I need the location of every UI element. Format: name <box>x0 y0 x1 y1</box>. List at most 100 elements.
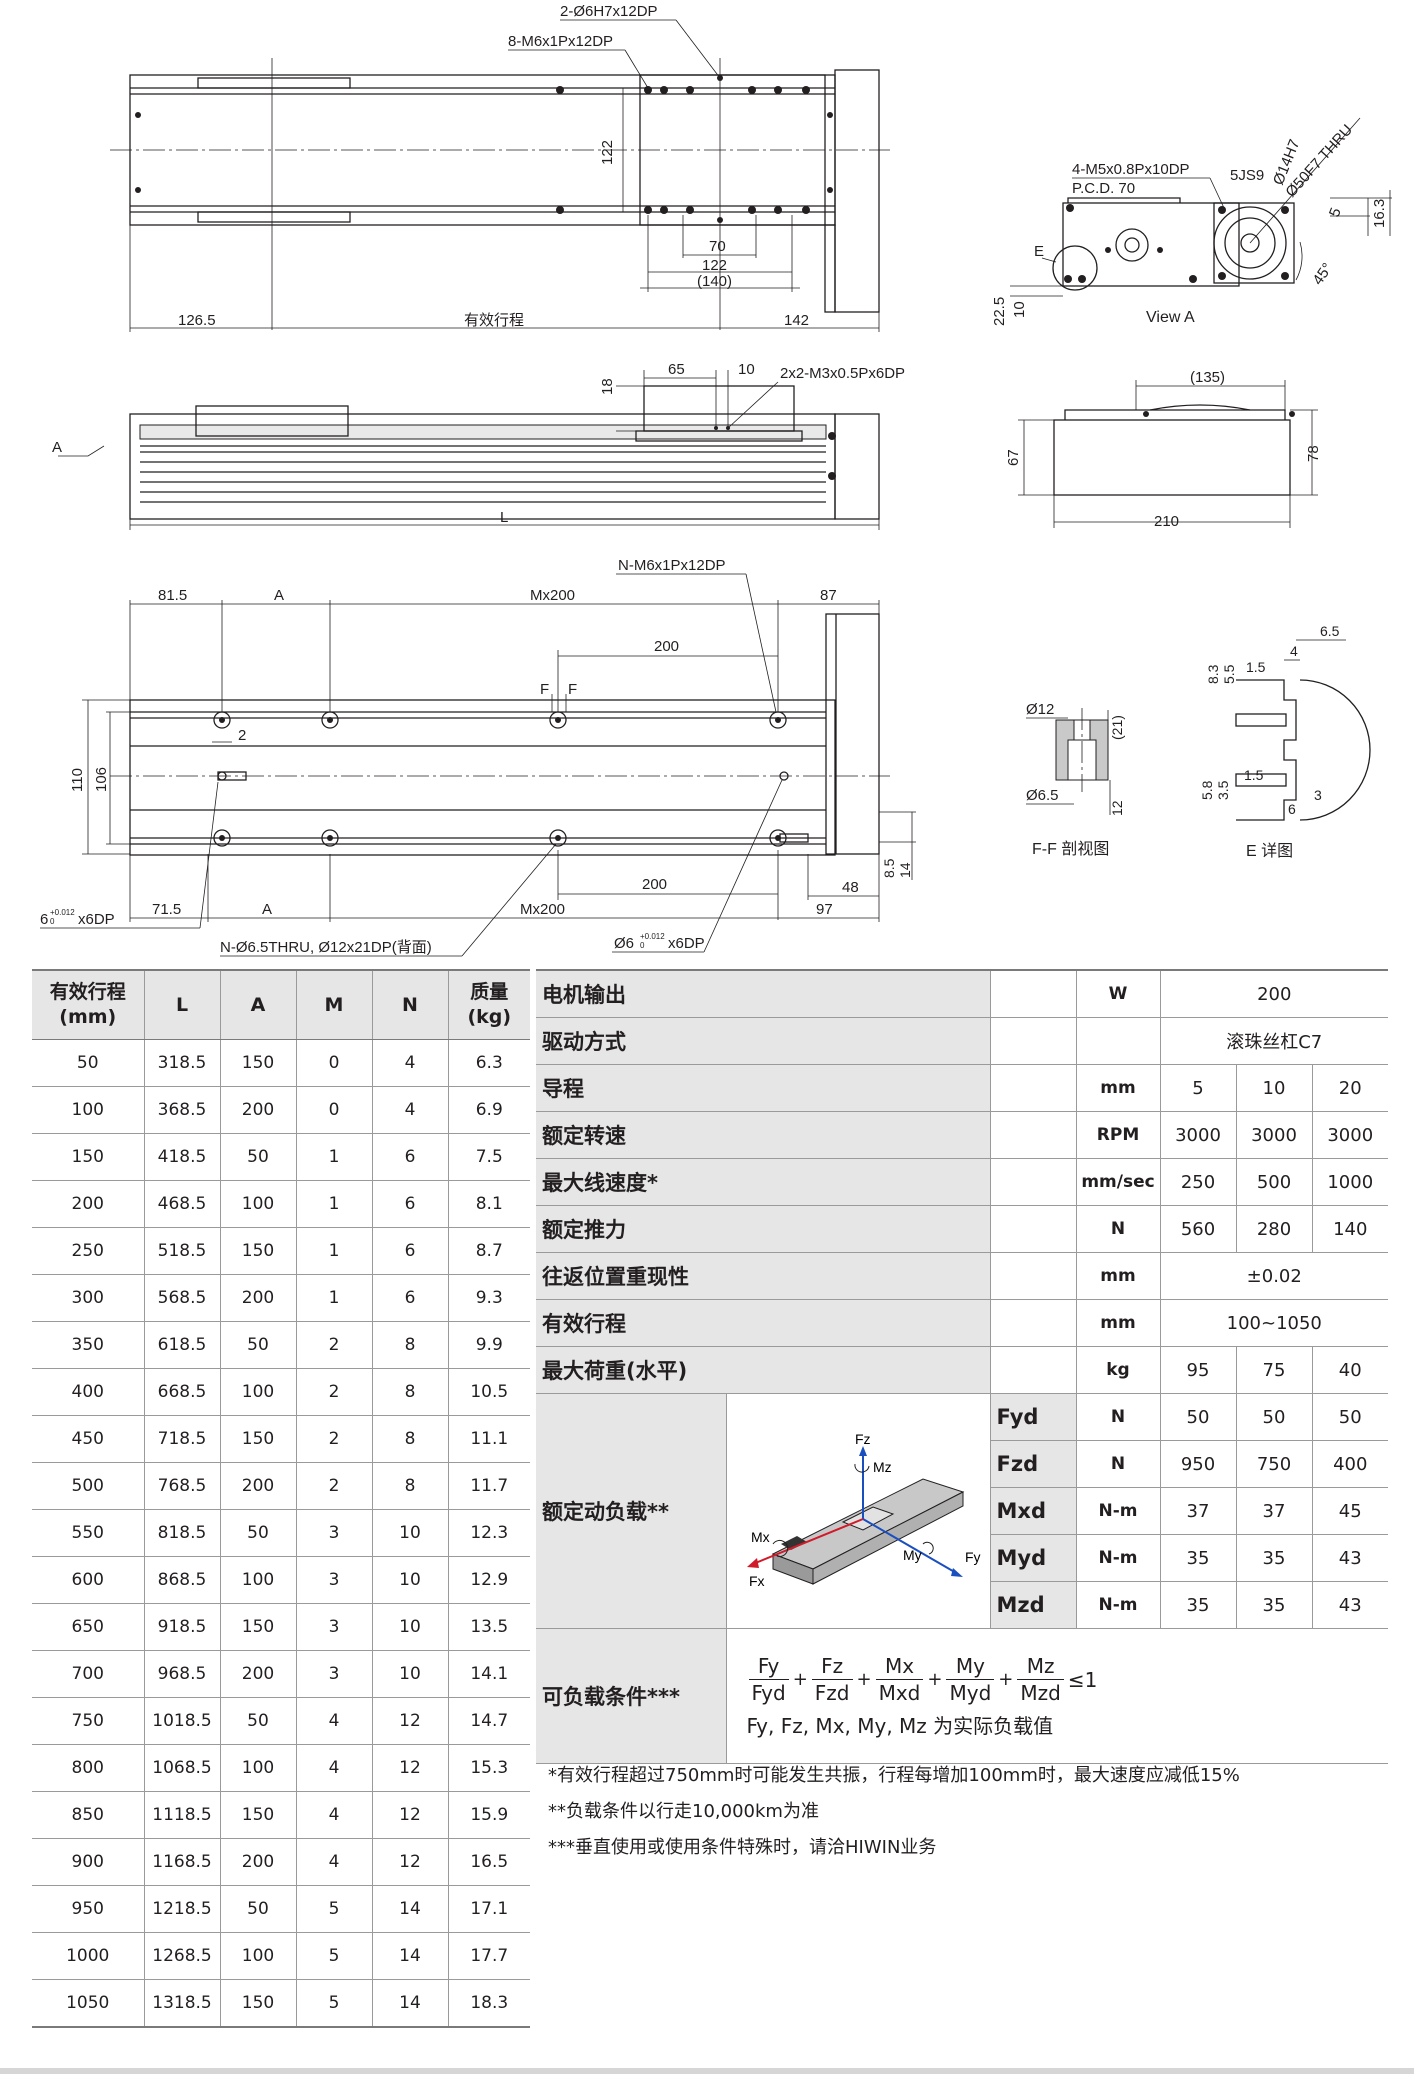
spec-row-max-speed: 最大线速度* mm/sec 250 500 1000 <box>536 1158 1389 1206</box>
table-cell: 1 <box>295 1133 372 1181</box>
spec-value: 560 <box>1159 1205 1236 1253</box>
spec-value: 35 <box>1159 1581 1236 1629</box>
callout-pin-right: Ø6 <box>614 935 634 952</box>
dim-10-va: 10 <box>1011 301 1028 318</box>
marker-f1: F <box>540 681 549 698</box>
table-cell: 850 <box>32 1791 144 1839</box>
e-dim-3-5: 3.5 <box>1215 780 1231 800</box>
spec-unit: N <box>1075 1440 1160 1488</box>
table-cell: 750 <box>32 1697 144 1745</box>
table-cell: 50 <box>32 1039 144 1087</box>
axis-mx-label: Mx <box>751 1529 770 1545</box>
table-cell: 50 <box>219 1885 296 1933</box>
dim-142: 142 <box>784 312 809 329</box>
ff-dia-6-5: Ø6.5 <box>1026 787 1059 804</box>
spec-row-rated-speed: 额定转速 RPM 3000 3000 3000 <box>536 1111 1389 1159</box>
table-cell: 668.5 <box>143 1368 220 1416</box>
dim-m200-top: Mx200 <box>530 587 575 604</box>
axis-fx-label: Fx <box>749 1573 765 1589</box>
table-cell: 12 <box>371 1838 448 1886</box>
spec-unit <box>1075 1017 1160 1065</box>
plus-sign: + <box>998 1669 1014 1690</box>
spec-row-mxd: Mxd N-m 37 37 45 <box>536 1487 1389 1535</box>
table-cell: 568.5 <box>143 1274 220 1322</box>
table-cell: 100 <box>219 1744 296 1792</box>
spec-value: 400 <box>1311 1440 1389 1488</box>
table-cell: 3 <box>295 1556 372 1604</box>
table-cell: 6 <box>371 1133 448 1181</box>
col-m: M <box>295 969 372 1040</box>
col-a: A <box>219 969 296 1040</box>
detail-e: 6.5 8.3 5.5 1.5 4 5.8 3.5 1.5 6 3 E 详图 <box>1199 623 1371 860</box>
table-cell: 318.5 <box>143 1039 220 1087</box>
spec-label: 额定转速 <box>536 1111 990 1159</box>
table-cell: 50 <box>219 1509 296 1557</box>
dim-a-top: A <box>274 587 284 604</box>
table-cell: 2 <box>295 1462 372 1510</box>
table-cell: 350 <box>32 1321 144 1369</box>
dim-122: 122 <box>702 257 727 274</box>
dim-78: 78 <box>1305 445 1322 462</box>
table-cell: 1068.5 <box>143 1744 220 1792</box>
table-cell: 150 <box>219 1979 296 2028</box>
dim-2: 2 <box>238 727 246 744</box>
table-cell: 11.1 <box>447 1415 530 1463</box>
table-cell: 8.7 <box>447 1227 530 1275</box>
spec-row-fzd: Fzd N 950 750 400 <box>536 1440 1389 1488</box>
footnotes: *有效行程超过750mm时可能发生共振，行程每增加100mm时，最大速度应减低1… <box>548 1758 1240 1866</box>
table-cell: 200 <box>219 1650 296 1698</box>
spec-value: 140 <box>1311 1205 1389 1253</box>
dim-16-3: 16.3 <box>1371 199 1388 228</box>
spec-row-fyd: 额定动负载** Fz <box>536 1393 1389 1629</box>
table-cell: 200 <box>219 1274 296 1322</box>
table-cell: 1050 <box>32 1979 144 2028</box>
table-cell: 100 <box>219 1932 296 1980</box>
callout-pin-right-tol2: 0 <box>640 941 645 950</box>
dim-14: 14 <box>897 862 913 878</box>
ff-dia-12: Ø12 <box>1026 701 1054 718</box>
spec-unit: mm <box>1075 1299 1160 1347</box>
spec-unit: N-m <box>1075 1487 1160 1535</box>
dim-8-5: 8.5 <box>881 858 897 878</box>
ff-title: F-F 剖视图 <box>1032 840 1109 858</box>
table-cell: 300 <box>32 1274 144 1322</box>
ff-dim-21: (21) <box>1109 715 1125 740</box>
spec-value: 10 <box>1235 1064 1312 1112</box>
spec-spacer <box>989 1205 1076 1253</box>
plus-sign: + <box>927 1669 943 1690</box>
end-view: (135) 67 78 210 <box>1005 369 1322 530</box>
marker-f2: F <box>568 681 577 698</box>
table-cell: 14 <box>371 1979 448 2028</box>
table-cell: 12 <box>371 1697 448 1745</box>
dynamic-load-label: 额定动负载** <box>536 1393 726 1629</box>
table-cell: 3 <box>295 1650 372 1698</box>
table-cell: 10 <box>371 1650 448 1698</box>
spec-unit: kg <box>1075 1346 1160 1394</box>
view-a: 4-M5x0.8Px10DP P.C.D. 70 5JS9 Ø14H7 Ø50F… <box>991 117 1392 326</box>
table-cell: 418.5 <box>143 1133 220 1181</box>
spec-value: 37 <box>1235 1487 1312 1535</box>
axis-fy-label: Fy <box>965 1549 981 1565</box>
table-cell: 800 <box>32 1744 144 1792</box>
spec-value: 37 <box>1159 1487 1236 1535</box>
spec-value: 3000 <box>1235 1111 1312 1159</box>
spec-value: 1000 <box>1311 1158 1389 1206</box>
table-cell: 200 <box>219 1086 296 1134</box>
load-name: Mxd <box>989 1487 1076 1535</box>
spec-label: 往返位置重现性 <box>536 1252 990 1300</box>
table-cell: 100 <box>219 1368 296 1416</box>
load-name: Fzd <box>989 1440 1076 1488</box>
spec-value: 3000 <box>1159 1111 1236 1159</box>
table-cell: 150 <box>219 1039 296 1087</box>
table-cell: 1 <box>295 1274 372 1322</box>
spec-unit: mm/sec <box>1075 1158 1160 1206</box>
